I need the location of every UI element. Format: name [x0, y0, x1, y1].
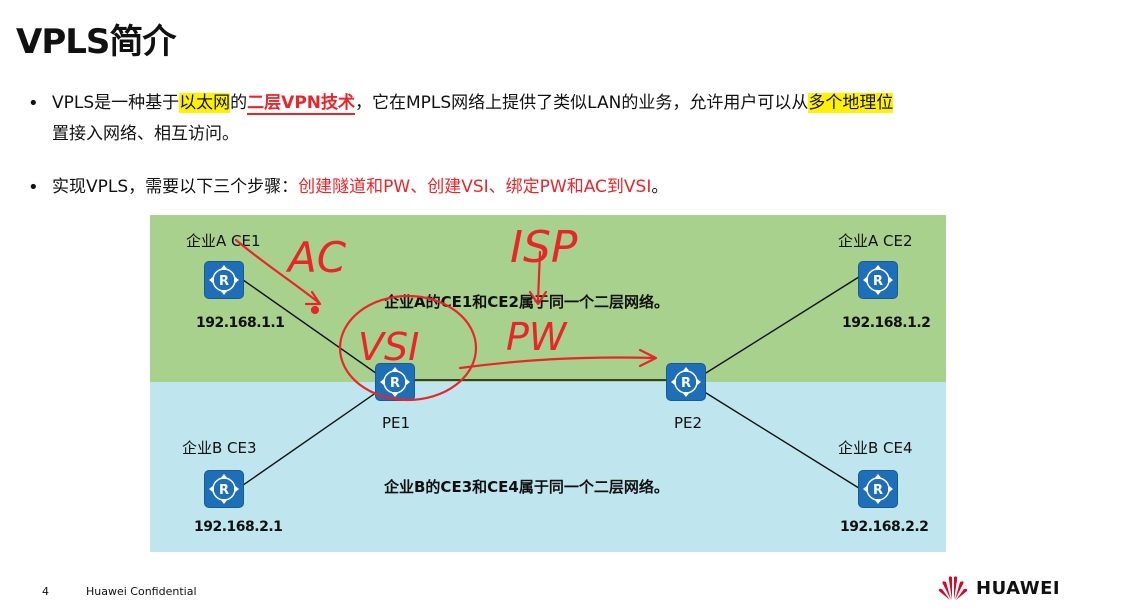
- svg-text:R: R: [219, 274, 229, 289]
- label-ce1-name: 企业A CE1: [186, 232, 261, 250]
- svg-text:R: R: [219, 483, 229, 498]
- router-ce1-icon[interactable]: R: [204, 261, 244, 299]
- bullet-text: VPLS是一种基于以太网的二层VPN技术，它在MPLS网络上提供了类似LAN的业…: [52, 93, 894, 144]
- huawei-logo-text: HUAWEI: [976, 578, 1061, 599]
- label-enterprise-b-description: 企业B的CE3和CE4属于同一个二层网络。: [384, 478, 669, 496]
- highlight-ethernet: 以太网: [179, 93, 231, 113]
- zone-enterprise-b: [150, 382, 946, 552]
- bullet-dot: •: [28, 93, 39, 114]
- link-pe2-ce2: [689, 274, 863, 384]
- page-title: VPLS简介: [16, 22, 176, 62]
- label-enterprise-a-description: 企业A的CE1和CE2属于同一个二层网络。: [384, 293, 669, 311]
- bullet-text: 实现VPLS，需要以下三个步骤：创建隧道和PW、创建VSI、绑定PW和AC到VS…: [52, 177, 669, 197]
- svg-text:R: R: [873, 483, 883, 498]
- label-ce4-ip: 192.168.2.2: [840, 519, 929, 535]
- label-ce2-name: 企业A CE2: [838, 232, 913, 250]
- emphasis-l2vpn: 二层VPN技术: [247, 93, 355, 115]
- label-ce4-name: 企业B CE4: [838, 439, 913, 457]
- huawei-logo-icon: [938, 576, 968, 600]
- bullet-dot: •: [28, 177, 39, 198]
- svg-text:R: R: [390, 376, 400, 391]
- router-ce3-icon[interactable]: R: [204, 470, 244, 508]
- page-number: 4: [42, 585, 49, 598]
- label-ce3-ip: 192.168.2.1: [194, 519, 283, 535]
- confidential-label: Huawei Confidential: [86, 585, 197, 598]
- router-pe2-icon[interactable]: R: [666, 363, 706, 401]
- svg-text:R: R: [873, 274, 883, 289]
- router-ce4-icon[interactable]: R: [858, 470, 898, 508]
- vpls-topology-diagram: R R R R R R 企业A CE1 192.168.1.1 企业A CE2 …: [150, 215, 946, 552]
- link-pe2-ce4: [689, 382, 863, 491]
- svg-text:R: R: [681, 376, 691, 391]
- label-ce3-name: 企业B CE3: [182, 439, 257, 457]
- topology-links: [235, 274, 863, 491]
- label-ce2-ip: 192.168.1.2: [842, 315, 931, 331]
- emphasis-steps: 创建隧道和PW、创建VSI、绑定PW和AC到VSI: [298, 177, 652, 197]
- router-pe1-icon[interactable]: R: [375, 363, 415, 401]
- highlight-multi-site: 多个地理位: [808, 93, 894, 113]
- label-ce1-ip: 192.168.1.1: [196, 315, 285, 331]
- label-pe1-name: PE1: [382, 414, 411, 432]
- link-ce3-pe1: [235, 382, 391, 491]
- router-ce2-icon[interactable]: R: [858, 261, 898, 299]
- label-pe2-name: PE2: [674, 414, 703, 432]
